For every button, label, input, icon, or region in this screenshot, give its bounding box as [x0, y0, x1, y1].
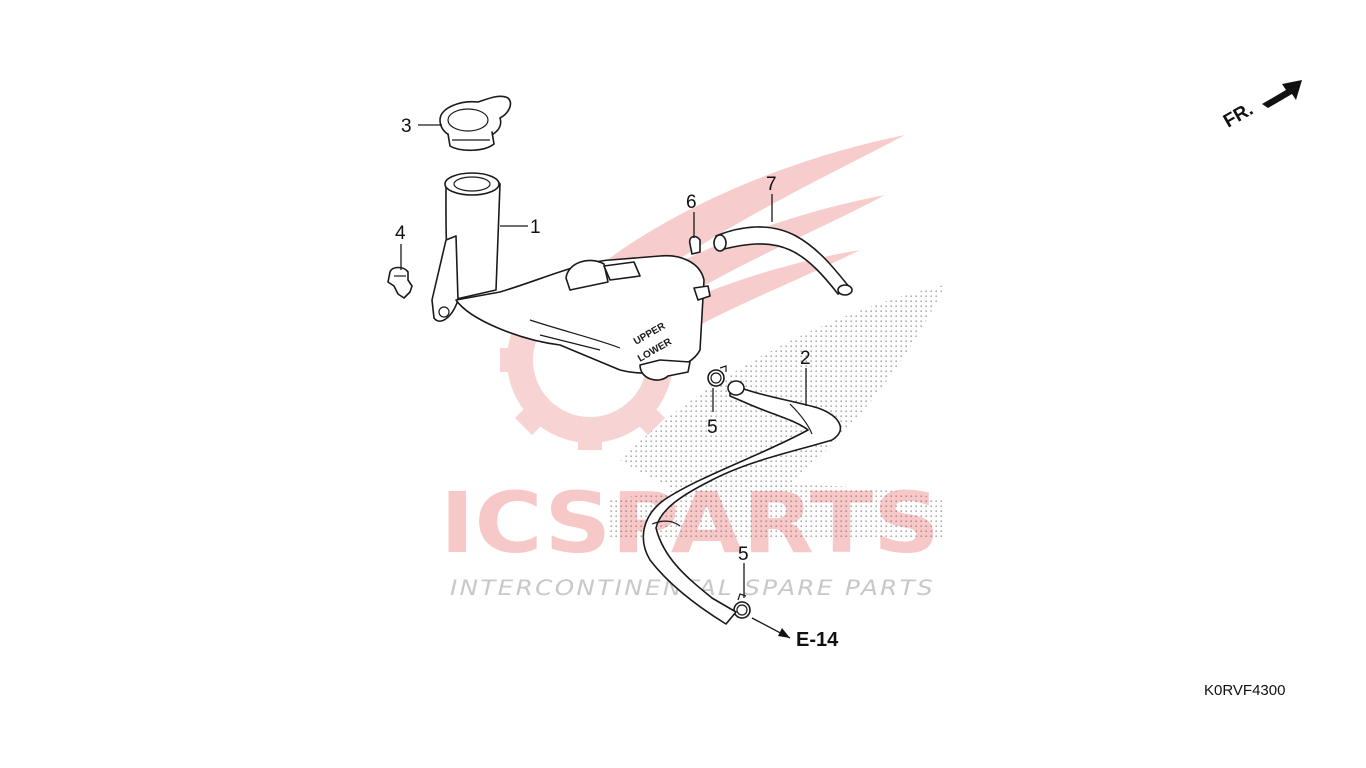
callout-5-upper: 5	[707, 417, 718, 438]
part-hose-lower	[642, 380, 842, 625]
reference-label: E-14	[796, 629, 839, 651]
part-hose-upper	[713, 226, 853, 296]
direction-label: FR.	[1220, 99, 1257, 132]
callout-2: 2	[800, 348, 811, 369]
part-clip	[387, 266, 413, 299]
callout-3: 3	[401, 116, 412, 137]
front-direction-indicator: FR.	[1220, 80, 1302, 132]
part-cap	[439, 95, 512, 152]
reference-arrow-icon	[778, 628, 790, 638]
callout-5-lower: 5	[738, 544, 749, 565]
callout-6: 6	[686, 192, 697, 213]
diagram-code: K0RVF4300	[1204, 682, 1285, 699]
callout-1: 1	[530, 217, 541, 238]
leader-lines	[400, 124, 807, 639]
part-clip-small	[688, 235, 701, 255]
callout-4: 4	[395, 223, 406, 244]
part-clamp-upper	[707, 365, 727, 387]
callout-7: 7	[766, 174, 777, 195]
front-arrow-icon	[1262, 80, 1302, 108]
part-reserve-tank: UPPER LOWER	[431, 172, 711, 381]
